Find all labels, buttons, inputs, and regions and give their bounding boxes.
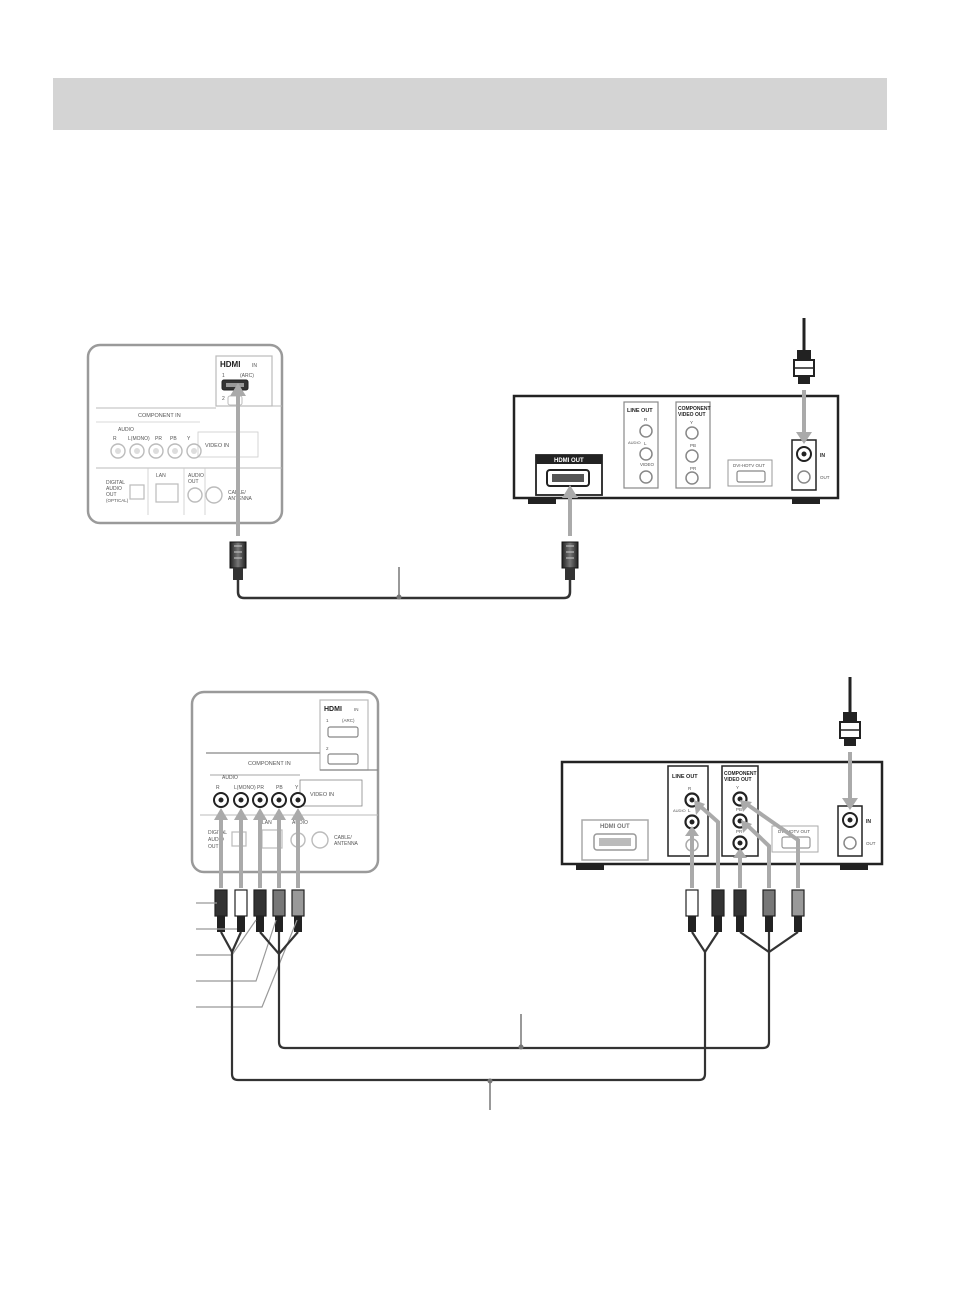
svg-text:LAN: LAN: [262, 820, 272, 826]
svg-text:VIDEO IN: VIDEO IN: [205, 443, 229, 449]
device-side-rca-plugs: [685, 800, 805, 932]
hdmi-logo: HDMI: [220, 360, 240, 369]
svg-text:AUDIO: AUDIO: [222, 775, 238, 781]
hdmi-cable: [229, 383, 579, 600]
svg-text:L(MONO): L(MONO): [128, 436, 150, 442]
hdmi-logo-bottom: HDMI: [324, 706, 342, 713]
svg-text:AUDIO: AUDIO: [106, 486, 122, 492]
svg-text:(OPTICAL): (OPTICAL): [106, 498, 129, 503]
svg-text:ANTENNA: ANTENNA: [334, 841, 359, 847]
svg-text:PB: PB: [276, 785, 283, 791]
svg-text:DIGITAL: DIGITAL: [106, 480, 125, 486]
svg-text:IN: IN: [820, 453, 825, 459]
svg-text:OUT: OUT: [106, 492, 117, 498]
svg-text:AUDIO: AUDIO: [208, 837, 224, 843]
svg-text:DVI-HDTV OUT: DVI-HDTV OUT: [733, 463, 765, 468]
svg-text:Y: Y: [295, 785, 299, 791]
svg-text:PR: PR: [155, 436, 162, 442]
svg-text:R: R: [113, 436, 117, 442]
svg-text:HDMI OUT: HDMI OUT: [600, 824, 630, 830]
svg-text:VIDEO OUT: VIDEO OUT: [724, 777, 752, 783]
svg-text:COMPONENT IN: COMPONENT IN: [138, 413, 181, 419]
antenna-cable-top: [793, 318, 815, 444]
antenna-cable-bottom: [839, 677, 861, 810]
svg-text:2: 2: [222, 396, 225, 402]
svg-text:PR: PR: [257, 785, 264, 791]
svg-text:AUDIO: AUDIO: [118, 427, 134, 433]
svg-text:PR: PR: [736, 829, 743, 834]
svg-text:DIGITAL: DIGITAL: [208, 830, 227, 836]
svg-text:OUT: OUT: [820, 475, 830, 480]
svg-text:VIDEO IN: VIDEO IN: [310, 792, 334, 798]
svg-text:PB: PB: [170, 436, 177, 442]
device-panel-top: HDMI OUT LINE OUT R L AUDIO VIDEO COMPON…: [512, 394, 840, 504]
svg-text:OUT: OUT: [208, 844, 219, 850]
svg-text:PB: PB: [736, 807, 742, 812]
svg-text:AUDIO: AUDIO: [188, 473, 204, 479]
svg-text:OUT: OUT: [866, 841, 876, 846]
svg-text:L: L: [644, 441, 647, 446]
svg-text:R: R: [688, 786, 692, 791]
svg-text:R: R: [644, 417, 648, 422]
component-and-audio-cables: [220, 931, 799, 1082]
svg-text:LINE OUT: LINE OUT: [672, 774, 698, 780]
callout-lines: [487, 1014, 524, 1110]
svg-text:L(MONO): L(MONO): [234, 785, 256, 791]
svg-text:1: 1: [222, 373, 225, 379]
svg-text:1: 1: [326, 718, 329, 723]
tv-side-rca-plugs: [196, 808, 305, 1008]
svg-text:OUT: OUT: [188, 479, 199, 485]
svg-text:Y: Y: [736, 785, 739, 790]
svg-text:IN: IN: [252, 363, 257, 369]
svg-text:IN: IN: [354, 707, 359, 712]
svg-text:COMPONENT: COMPONENT: [724, 771, 757, 777]
svg-text:(ARC): (ARC): [342, 718, 355, 723]
svg-text:ANTENNA: ANTENNA: [228, 496, 253, 502]
svg-text:CABLE/: CABLE/: [334, 835, 352, 841]
svg-text:Y: Y: [690, 420, 693, 425]
svg-text:VIDEO: VIDEO: [640, 462, 655, 467]
svg-text:AUDIO: AUDIO: [673, 808, 686, 813]
header-bar: [53, 78, 887, 130]
tv-panel-top: HDMI IN 1 (ARC) 2 COMPONENT IN AUDIO R L…: [86, 343, 284, 525]
svg-text:Y: Y: [187, 436, 191, 442]
svg-text:IN: IN: [866, 819, 871, 825]
svg-text:DVI-HDTV OUT: DVI-HDTV OUT: [778, 829, 810, 834]
device-panel-bottom: HDMI OUT LINE OUT R L AUDIO COMPONENT VI…: [560, 760, 884, 870]
svg-text:(ARC): (ARC): [240, 373, 254, 379]
svg-text:PR: PR: [690, 466, 697, 471]
svg-text:COMPONENT: COMPONENT: [678, 406, 711, 412]
svg-text:AUDIO: AUDIO: [628, 440, 641, 445]
svg-text:PB: PB: [690, 443, 696, 448]
hdmi-out-label: HDMI OUT: [554, 458, 584, 464]
svg-text:COMPONENT IN: COMPONENT IN: [248, 761, 291, 767]
svg-text:LINE OUT: LINE OUT: [627, 408, 653, 414]
svg-text:R: R: [216, 785, 220, 791]
svg-text:LAN: LAN: [156, 473, 166, 479]
svg-text:VIDEO OUT: VIDEO OUT: [678, 412, 706, 418]
svg-text:L: L: [688, 808, 691, 813]
svg-text:2: 2: [326, 746, 329, 751]
